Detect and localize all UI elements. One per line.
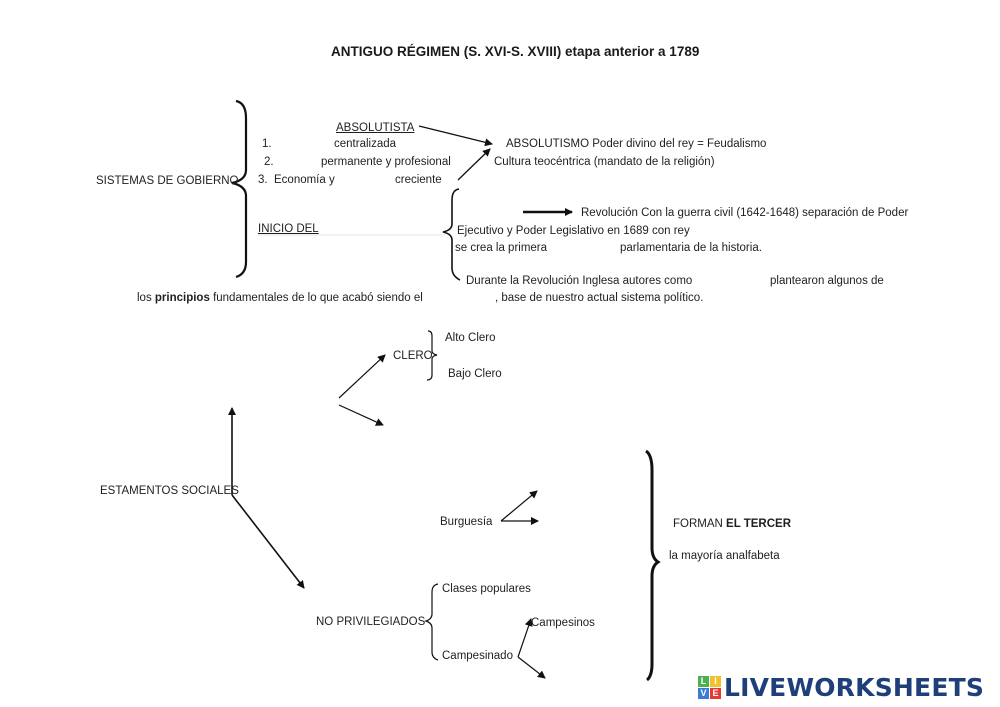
page-title: ANTIGUO RÉGIMEN (S. XVI-S. XVIII) etapa … [331, 44, 700, 59]
arrow-creciente [457, 148, 491, 181]
label-clero: CLERO [393, 350, 433, 362]
inicio-line3b: parlamentaria de la historia. [620, 242, 762, 254]
brace-no-privilegiados [424, 583, 439, 661]
inicio-line2: Ejecutivo y Poder Legislativo en 1689 co… [457, 225, 690, 237]
inicio-line4b: plantearon algunos de [770, 275, 884, 287]
absolutismo-line1: ABSOLUTISMO Poder divino del rey = Feuda… [506, 138, 767, 150]
line5-bold: principios [154, 292, 210, 304]
logo-letter-e: E [710, 687, 721, 699]
tercer-line2: la mayoría analfabeta [669, 550, 780, 562]
item-1-text: centralizada [334, 138, 397, 150]
line5-a: los [137, 292, 152, 304]
label-campesinos: Campesinos [531, 617, 595, 629]
arrow-campesinado-up [517, 618, 533, 658]
arrow-estamentos-down [231, 494, 305, 589]
line5-b: fundamentales de lo que acabó siendo el [213, 292, 423, 304]
liveworksheets-logo: L I V E LIVEWORKSHEETS [698, 672, 985, 702]
tercer-line1-a: FORMAN [673, 518, 723, 530]
label-no-privilegiados: NO PRIVILEGIADOS [316, 616, 426, 628]
arrow-to-clero [338, 354, 386, 399]
logo-letter-l: L [698, 675, 709, 687]
inicio-line1: Revolución Con la guerra civil (1642-164… [581, 207, 909, 219]
brace-tercer-estado [645, 449, 661, 682]
label-burguesia: Burguesía [440, 516, 493, 528]
inicio-line4a: Durante la Revolución Inglesa autores co… [466, 275, 693, 287]
label-estamentos: ESTAMENTOS SOCIALES [100, 485, 239, 497]
absolutismo-line2: Cultura teocéntrica (mandato de la relig… [494, 156, 715, 168]
clero-alto: Alto Clero [445, 332, 496, 344]
inicio-line3a: se crea la primera [455, 242, 548, 254]
heading-absolutista: ABSOLUTISTA [336, 122, 415, 134]
logo-text: LIVEWORKSHEETS [724, 672, 985, 702]
arrow-to-nobleza [338, 404, 384, 426]
item-1-num: 1. [262, 138, 272, 150]
brace-sistemas-gobierno [231, 99, 248, 279]
no-priv-campesinado: Campesinado [442, 650, 513, 662]
tercer-line1-bold: EL TERCER [726, 518, 792, 530]
item-2-text: permanente y profesional [321, 156, 451, 168]
inicio-line5c: , base de nuestro actual sistema polític… [495, 292, 704, 304]
clero-bajo: Bajo Clero [448, 368, 502, 380]
item-3-text-a: Economía y [274, 174, 335, 186]
inicio-line5: los principios fundamentales de lo que a… [137, 291, 423, 305]
logo-letter-i: I [710, 675, 721, 687]
item-3-num: 3. [258, 174, 268, 186]
heading-inicio: INICIO DEL [258, 223, 319, 235]
item-2-num: 2. [264, 156, 274, 168]
no-priv-clases-populares: Clases populares [442, 583, 531, 595]
tercer-line1: FORMAN EL TERCER [673, 517, 791, 531]
arrow-burguesia-up [500, 490, 538, 522]
arrow-absolutista [418, 125, 493, 147]
item-3-text-b: creciente [395, 174, 442, 186]
label-sistemas-gobierno: SISTEMAS DE GOBIERNO [96, 175, 239, 187]
arrow-campesinado-down [517, 656, 546, 679]
live-grid-icon: L I V E [698, 675, 721, 699]
logo-letter-v: V [698, 687, 709, 699]
